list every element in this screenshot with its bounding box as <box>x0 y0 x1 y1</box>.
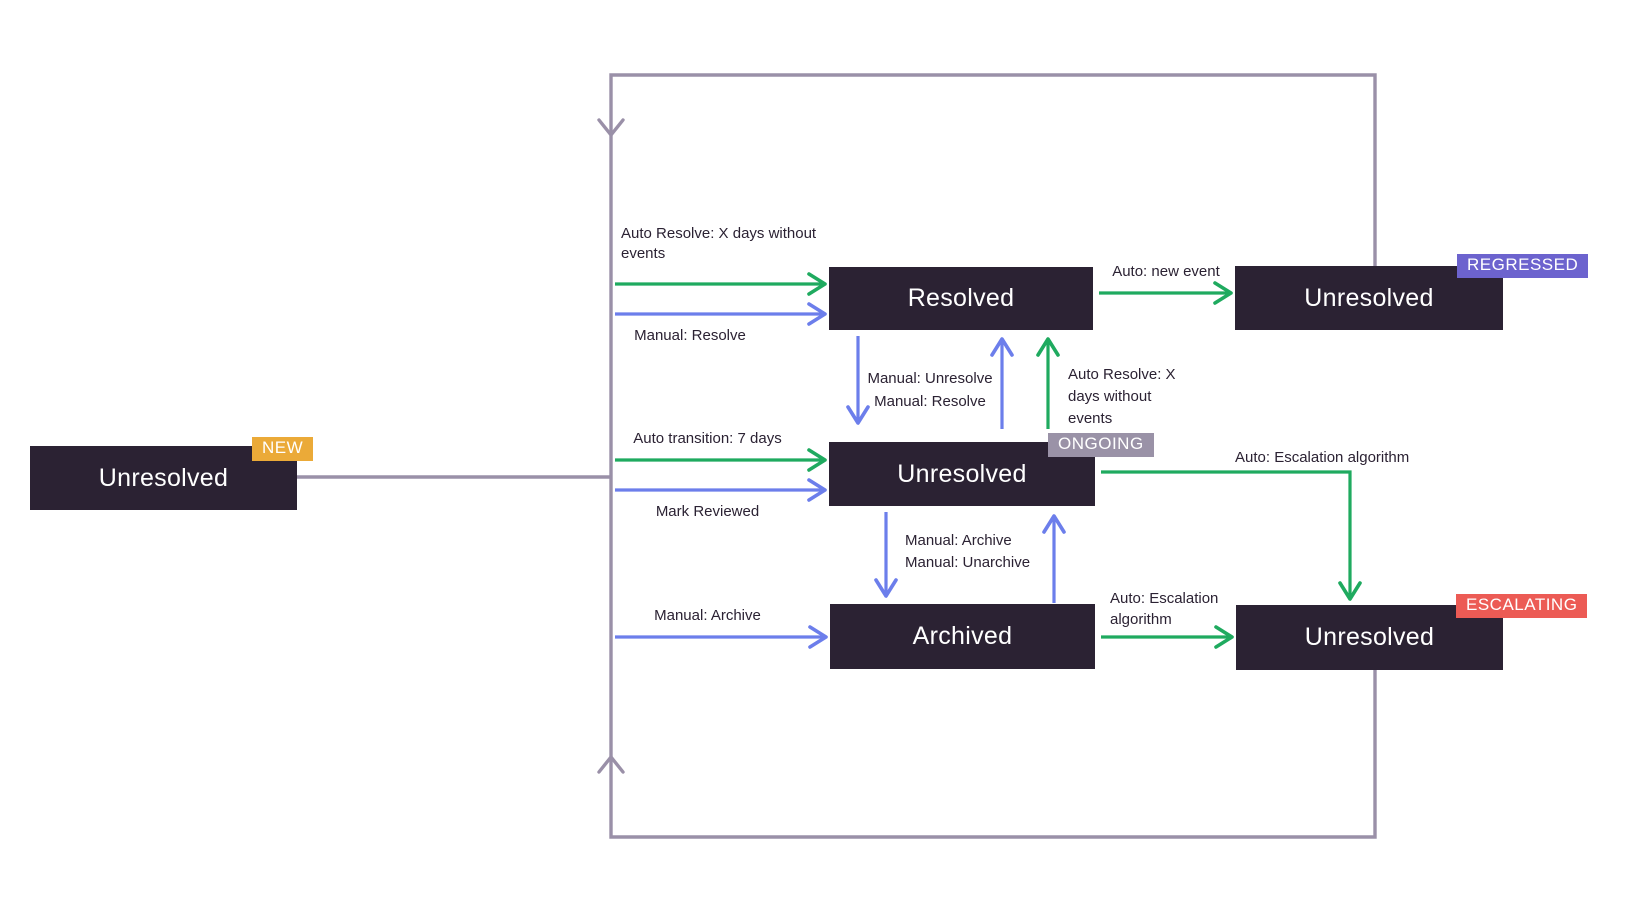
loop-down-arrowhead <box>597 118 625 137</box>
label-manual-archive-unarchive: Manual: Archive Manual: Unarchive <box>905 530 1030 574</box>
label-manual-archive-left: Manual: Archive <box>654 607 761 624</box>
loop-outline <box>609 73 1377 839</box>
edge-auto-escalation-right <box>1101 470 1362 601</box>
label-manual-resolve-mid: Manual: Resolve <box>874 393 986 410</box>
label-mark-reviewed: Mark Reviewed <box>655 503 760 520</box>
badge-regressed: REGRESSED <box>1457 254 1589 278</box>
label-auto-transition: Auto transition: 7 days <box>633 430 782 447</box>
state-label: Unresolved <box>1304 623 1435 651</box>
state-label: Resolved <box>907 284 1015 312</box>
state-archived: Archived <box>830 604 1095 669</box>
state-label: Unresolved <box>98 463 229 492</box>
state-label: Unresolved <box>897 459 1027 488</box>
label-auto-escalation-bottom: Auto: Escalation algorithm <box>1110 590 1219 628</box>
label-manual-unarchive: Manual: Unarchive <box>905 554 1031 571</box>
state-label: Archived <box>912 622 1013 650</box>
badge-escalating: ESCALATING <box>1456 594 1588 618</box>
label-manual-unresolve-resolve: Manual: Unresolve Manual: Resolve <box>855 367 1005 413</box>
label-auto-resolve-left: Auto Resolve: X days without events <box>621 225 817 262</box>
label-auto-new-event: Auto: new event <box>1112 263 1220 280</box>
state-resolved: Resolved <box>829 267 1093 330</box>
state-unresolved-new: Unresolved <box>30 446 297 510</box>
label-manual-unresolve: Manual: Unresolve <box>867 370 993 387</box>
loop-up-arrowhead <box>597 755 625 774</box>
label-auto-resolve-mid: Auto Resolve: X days without events <box>1068 366 1176 427</box>
badge-new: NEW <box>252 437 314 461</box>
state-label: Unresolved <box>1304 283 1434 312</box>
label-manual-resolve-left: Manual: Resolve <box>634 327 746 344</box>
label-manual-archive-mid: Manual: Archive <box>905 532 1012 549</box>
badge-ongoing: ONGOING <box>1048 433 1154 457</box>
label-auto-escalation-right: Auto: Escalation algorithm <box>1235 449 1410 466</box>
